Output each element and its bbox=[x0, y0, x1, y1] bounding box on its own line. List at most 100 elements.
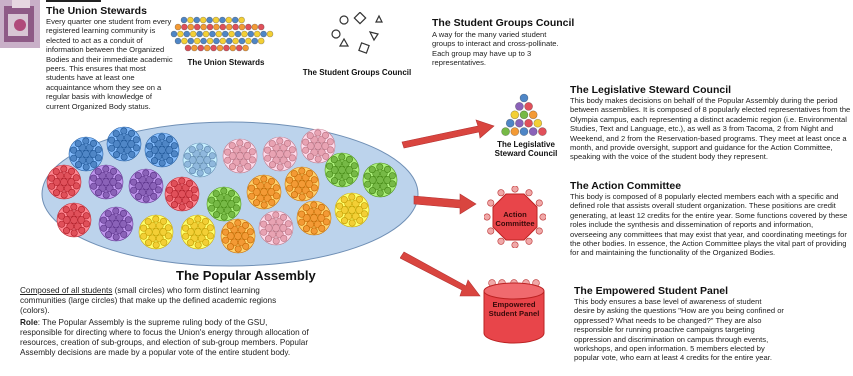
student bbox=[326, 162, 334, 170]
steward-dot bbox=[193, 23, 201, 31]
committee-member-dot bbox=[497, 189, 505, 197]
student bbox=[58, 212, 66, 220]
student bbox=[355, 206, 364, 214]
popular-assembly-diagram bbox=[41, 121, 419, 267]
action-committee-octagon bbox=[492, 193, 538, 241]
student bbox=[302, 138, 310, 146]
steward-dot bbox=[209, 30, 216, 38]
student bbox=[182, 232, 190, 240]
student bbox=[144, 228, 153, 236]
steward-dot bbox=[215, 30, 223, 38]
student bbox=[72, 182, 80, 190]
student bbox=[340, 196, 348, 204]
empowered-student-panel-title: The Empowered Student Panel bbox=[574, 285, 729, 297]
council-member-dot bbox=[515, 102, 524, 111]
student bbox=[62, 206, 70, 214]
steward-dot bbox=[232, 23, 239, 31]
student bbox=[154, 186, 162, 194]
student bbox=[114, 174, 122, 182]
steward-dot bbox=[235, 44, 243, 52]
student bbox=[204, 166, 212, 174]
student bbox=[306, 142, 315, 150]
steward-dot bbox=[200, 37, 207, 45]
student bbox=[114, 182, 122, 190]
student bbox=[48, 174, 56, 182]
legislative-steward-council-icon bbox=[501, 93, 547, 136]
student bbox=[280, 234, 288, 242]
student bbox=[67, 167, 75, 175]
student bbox=[70, 146, 78, 154]
student bbox=[186, 218, 194, 226]
student bbox=[120, 153, 128, 161]
student bbox=[178, 177, 186, 185]
student bbox=[268, 140, 276, 148]
student bbox=[112, 207, 120, 215]
student bbox=[298, 180, 306, 188]
student bbox=[132, 144, 140, 152]
student bbox=[146, 142, 154, 150]
student bbox=[302, 204, 310, 212]
student bbox=[70, 216, 78, 224]
student bbox=[310, 214, 318, 222]
student-groups-council-title: The Student Groups Council bbox=[432, 17, 575, 29]
student bbox=[336, 210, 344, 218]
committee-member-dot bbox=[484, 213, 491, 221]
student bbox=[82, 137, 90, 145]
student bbox=[170, 190, 179, 198]
student bbox=[283, 139, 291, 147]
steward-dot bbox=[174, 37, 182, 45]
steward-dot bbox=[225, 23, 233, 31]
student bbox=[310, 201, 318, 209]
student bbox=[112, 130, 120, 138]
student bbox=[124, 216, 132, 224]
student bbox=[260, 175, 268, 183]
empowered-student-panel-body: This body ensures a base level of awaren… bbox=[574, 297, 784, 363]
student bbox=[369, 187, 377, 195]
steward-dot bbox=[213, 23, 220, 31]
student bbox=[248, 184, 256, 192]
student bbox=[253, 199, 261, 207]
student bbox=[286, 184, 294, 192]
student bbox=[348, 206, 356, 214]
student bbox=[243, 141, 251, 149]
student bbox=[384, 186, 392, 194]
student bbox=[229, 163, 237, 171]
student bbox=[112, 140, 121, 148]
student bbox=[260, 228, 268, 236]
student bbox=[170, 180, 178, 188]
student bbox=[82, 163, 90, 171]
council-member-dot bbox=[515, 118, 524, 128]
student bbox=[109, 167, 117, 175]
steward-dot bbox=[206, 23, 214, 31]
steward-dot bbox=[196, 30, 203, 38]
student bbox=[224, 148, 232, 156]
steward-dot bbox=[203, 44, 211, 52]
student bbox=[150, 136, 158, 144]
student bbox=[272, 192, 280, 200]
student bbox=[48, 182, 56, 190]
student bbox=[314, 155, 322, 163]
council-member-dot bbox=[538, 127, 547, 136]
student bbox=[248, 148, 256, 156]
student bbox=[310, 227, 318, 235]
student bbox=[360, 210, 368, 218]
steward-dot bbox=[193, 16, 201, 24]
student bbox=[220, 213, 228, 221]
student bbox=[222, 228, 230, 236]
arrow-to-action-committee bbox=[413, 193, 477, 215]
student bbox=[213, 211, 221, 219]
student bbox=[252, 188, 261, 196]
committee-member-dot bbox=[525, 189, 533, 197]
student bbox=[72, 174, 80, 182]
student bbox=[203, 156, 212, 164]
steward-dot bbox=[229, 44, 237, 52]
student bbox=[52, 168, 60, 176]
steward-dot bbox=[234, 30, 242, 38]
student bbox=[82, 220, 90, 228]
student bbox=[158, 133, 166, 141]
student bbox=[288, 154, 296, 162]
steward-dot bbox=[206, 37, 214, 45]
student bbox=[364, 180, 372, 188]
student bbox=[326, 170, 334, 178]
council-member-dot bbox=[510, 127, 520, 136]
